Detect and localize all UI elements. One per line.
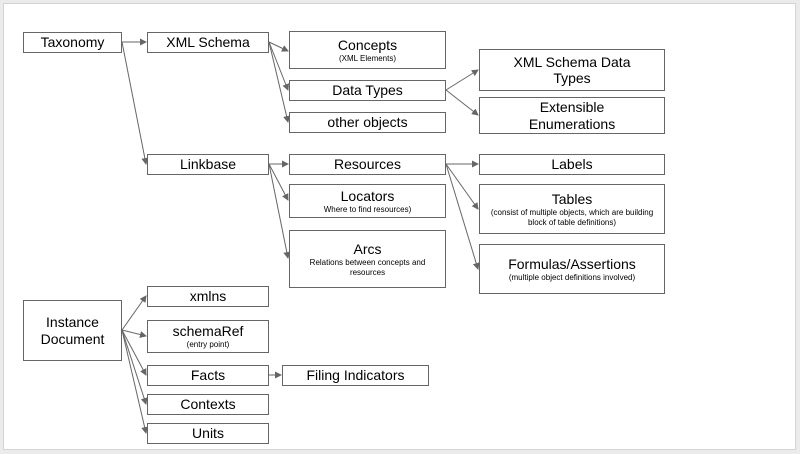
node-label: Units (192, 425, 224, 442)
edge-instance-to-xmlns (121, 295, 147, 331)
node-data-types: Data Types (289, 80, 446, 101)
node-sublabel: (entry point) (186, 340, 230, 350)
edge-taxonomy-to-linkbase (121, 41, 149, 165)
node-label: XML Schema Data Types (513, 53, 631, 86)
node-resources: Resources (289, 154, 446, 175)
node-sublabel: (multiple object definitions involved) (508, 272, 636, 282)
node-sublabel: (consist of multiple objects, which are … (490, 207, 654, 227)
node-concepts: Concepts (XML Elements) (289, 31, 446, 69)
edge-data-types-to-extensible-enumerations (445, 89, 479, 116)
node-labels: Labels (479, 154, 665, 175)
edge-instance-to-contexts (121, 329, 148, 405)
node-formulas-assertions: Formulas/Assertions (multiple object def… (479, 244, 665, 294)
node-label: Facts (190, 367, 226, 384)
node-label: Instance Document (40, 314, 105, 347)
edge-linkbase-to-arcs (268, 163, 291, 259)
node-facts: Facts (147, 365, 269, 386)
edge-linkbase-to-locators (268, 163, 289, 201)
node-label: Data Types (332, 82, 403, 99)
node-label: schemaRef (172, 323, 244, 340)
node-label: other objects (327, 114, 408, 131)
node-xmlns: xmlns (147, 286, 269, 307)
node-sublabel: Relations between concepts and resources (309, 257, 426, 277)
node-schemaref: schemaRef (entry point) (147, 320, 269, 353)
edge-data-types-to-xml-schema-data-types (445, 69, 479, 91)
node-label: Contexts (180, 396, 236, 413)
node-label: Arcs (353, 240, 382, 257)
node-label: Extensible Enumerations (528, 99, 616, 132)
node-units: Units (147, 423, 269, 444)
node-instance-document: Instance Document (23, 300, 122, 361)
diagram-canvas: Taxonomy XML Schema Concepts (XML Elemen… (3, 3, 796, 450)
edge-instance-to-schemaref (121, 329, 147, 338)
node-label: XML Schema (166, 34, 250, 51)
node-label: Tables (551, 190, 593, 207)
node-contexts: Contexts (147, 394, 269, 415)
node-label: Resources (334, 156, 401, 173)
node-other-objects: other objects (289, 112, 446, 133)
node-label: Taxonomy (40, 34, 105, 51)
edge-instance-to-facts (121, 329, 147, 376)
edge-xml-schema-to-concepts (268, 41, 289, 52)
edge-resources-to-formulas (445, 163, 480, 270)
node-xml-schema: XML Schema (147, 32, 269, 53)
node-tables: Tables (consist of multiple objects, whi… (479, 184, 665, 234)
node-sublabel: (XML Elements) (338, 53, 397, 63)
node-taxonomy: Taxonomy (23, 32, 122, 53)
node-label: Labels (551, 156, 593, 173)
node-label: Formulas/Assertions (508, 255, 636, 272)
node-linkbase: Linkbase (147, 154, 269, 175)
node-extensible-enumerations: Extensible Enumerations (479, 97, 665, 134)
node-filing-indicators: Filing Indicators (282, 365, 429, 386)
edge-instance-to-units (121, 329, 149, 434)
node-label: Filing Indicators (306, 367, 405, 384)
node-sublabel: Where to find resources) (323, 204, 412, 214)
connector-layer (121, 38, 480, 434)
edge-xml-schema-to-data-types (268, 41, 290, 91)
node-label: Locators (340, 187, 395, 204)
node-label: Linkbase (179, 156, 237, 173)
edge-resources-to-tables (445, 163, 479, 210)
node-arcs: Arcs Relations between concepts and reso… (289, 230, 446, 288)
node-xml-schema-data-types: XML Schema Data Types (479, 49, 665, 91)
node-label: Concepts (337, 36, 398, 53)
node-locators: Locators Where to find resources) (289, 184, 446, 218)
edge-xml-schema-to-other-objects (268, 41, 291, 123)
node-label: xmlns (189, 288, 227, 305)
